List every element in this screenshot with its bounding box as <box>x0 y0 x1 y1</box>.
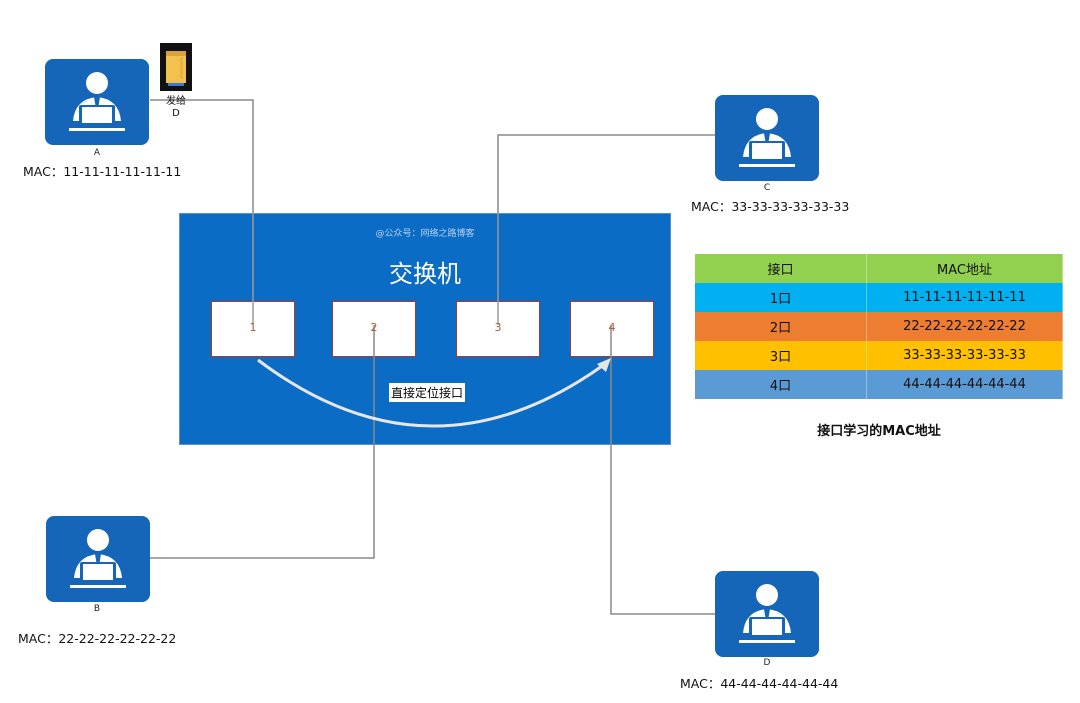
row-mac: 33-33-33-33-33-33 <box>866 341 1063 370</box>
header-mac: MAC地址 <box>866 254 1063 283</box>
row-mac: 11-11-11-11-11-11 <box>866 283 1063 312</box>
send-to-label: 发给 D <box>160 96 192 120</box>
host-d-letter: D <box>763 658 771 668</box>
table-row: 3口 33-33-33-33-33-33 <box>695 341 1063 370</box>
port-4-label: 4 <box>608 321 616 334</box>
port-3-label: 3 <box>494 321 502 334</box>
host-b-icon <box>46 516 150 602</box>
row-port: 4口 <box>695 370 867 399</box>
direct-arrow-head <box>597 358 611 372</box>
direct-locate-label: 直接定位接口 <box>389 383 466 402</box>
folder-icon <box>160 43 192 91</box>
port-4 <box>570 301 654 357</box>
port-1-label: 1 <box>249 321 257 334</box>
host-a-mac: MAC：11-11-11-11-11-11 <box>23 164 182 179</box>
row-port: 3口 <box>695 341 867 370</box>
switch-title: 交换机 <box>389 260 461 288</box>
switch-box: @公众号：网络之路博客 交换机 <box>179 213 671 445</box>
host-b-mac: MAC：22-22-22-22-22-22 <box>18 631 177 646</box>
host-d-icon <box>715 571 819 657</box>
table-row: 1口 11-11-11-11-11-11 <box>695 283 1063 312</box>
host-b-letter: B <box>93 604 101 614</box>
send-line-1: 发给 <box>166 96 186 107</box>
wire-d-port4 <box>610 325 716 615</box>
port-3 <box>456 301 540 357</box>
host-a-letter: A <box>93 148 101 158</box>
host-c-icon <box>715 95 819 181</box>
row-port: 2口 <box>695 312 867 341</box>
wire-b-port2 <box>150 325 375 559</box>
watermark: @公众号：网络之路博客 <box>375 229 475 239</box>
table-caption: 接口学习的MAC地址 <box>817 424 941 439</box>
mac-address-table: 接口 MAC地址 1口 11-11-11-11-11-11 2口 22-22-2… <box>695 254 1063 399</box>
host-c-letter: C <box>763 183 771 193</box>
send-line-2: D <box>172 108 180 119</box>
port-2-label: 2 <box>370 321 378 334</box>
host-a-icon <box>45 59 149 145</box>
row-mac: 44-44-44-44-44-44 <box>866 370 1063 399</box>
header-port: 接口 <box>695 254 867 283</box>
row-port: 1口 <box>695 283 867 312</box>
table-header-row: 接口 MAC地址 <box>695 254 1063 283</box>
table-row: 2口 22-22-22-22-22-22 <box>695 312 1063 341</box>
table-row: 4口 44-44-44-44-44-44 <box>695 370 1063 399</box>
row-mac: 22-22-22-22-22-22 <box>866 312 1063 341</box>
host-d-mac: MAC：44-44-44-44-44-44 <box>680 676 839 691</box>
host-c-mac: MAC：33-33-33-33-33-33 <box>691 199 850 214</box>
direct-arrow <box>257 358 606 428</box>
